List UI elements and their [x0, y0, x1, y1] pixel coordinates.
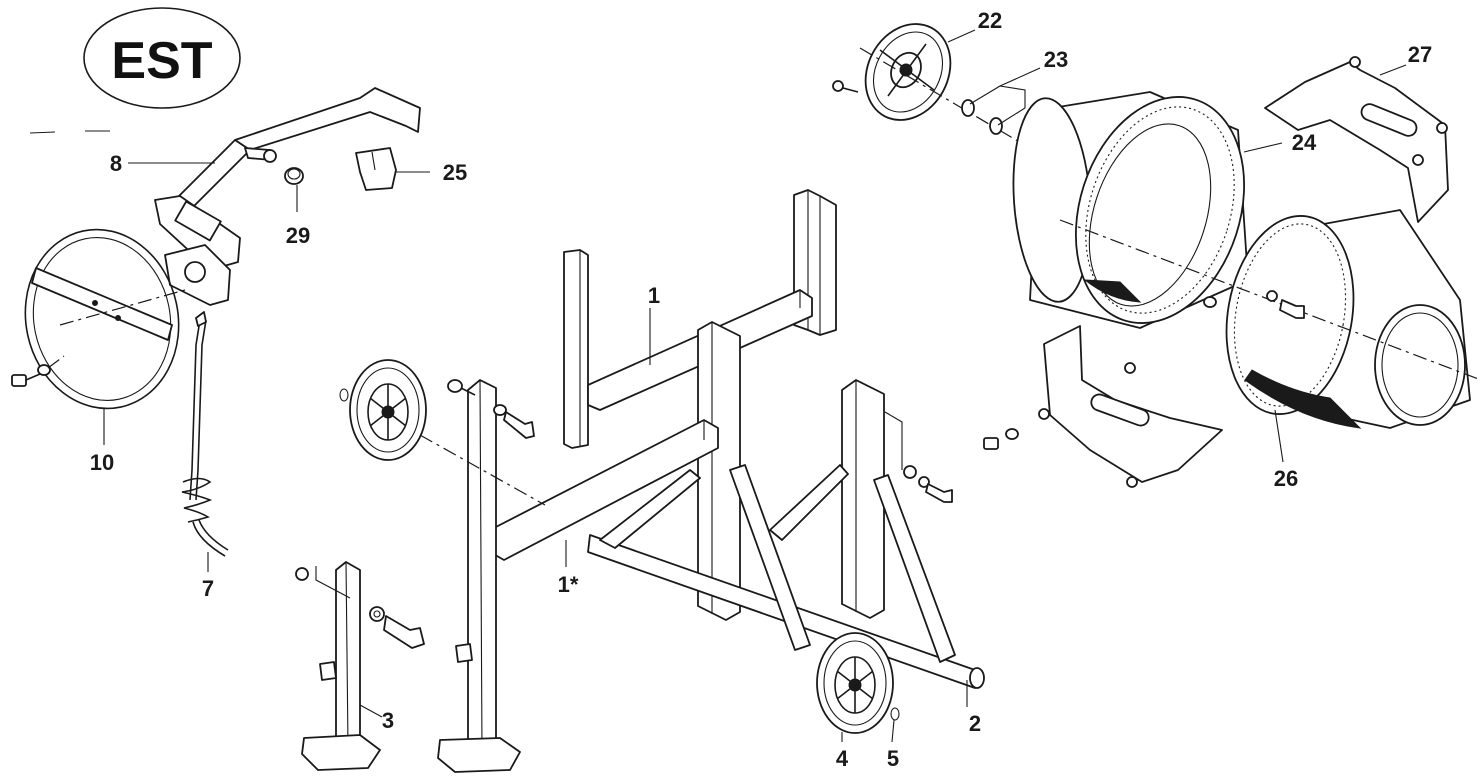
callout-25: 25	[443, 160, 467, 185]
lower-bracket-part	[1038, 325, 1223, 488]
leader-lines	[103, 29, 1407, 743]
spring-pin-part	[181, 311, 229, 557]
callout-26: 26	[1274, 466, 1298, 491]
callout-1: 1	[648, 283, 660, 308]
bolt-part	[447, 379, 535, 439]
callout-22: 22	[978, 8, 1002, 33]
bushing-part	[961, 99, 1003, 135]
callout-3: 3	[382, 708, 394, 733]
callout-29: 29	[286, 223, 310, 248]
callout-2: 2	[969, 711, 981, 736]
upper-bracket-part	[1264, 56, 1449, 223]
nut-part	[1203, 296, 1217, 308]
callout-8: 8	[110, 151, 122, 176]
drum-cone-part	[1225, 209, 1471, 429]
crank-arm-part	[154, 87, 421, 306]
callout-10: 10	[90, 450, 114, 475]
stand-leg-part	[301, 561, 381, 771]
bolt-part	[832, 80, 859, 93]
wheel-part	[349, 359, 427, 461]
language-badge: EST	[83, 7, 241, 109]
callout-5: 5	[887, 746, 899, 771]
bolt-part	[983, 428, 1019, 450]
drum-rear-part	[1012, 91, 1249, 329]
callout-24: 24	[1292, 130, 1317, 155]
washer-part	[284, 167, 304, 185]
handwheel-part	[24, 228, 180, 410]
clip-part	[355, 147, 397, 191]
callout-labels: 1 1* 2 3 4 5 7 8 10 22 23 24 25 26 27 29	[90, 8, 1432, 771]
badge-text: EST	[111, 32, 212, 90]
bolt-part	[903, 465, 953, 503]
callout-1-star: 1*	[558, 572, 579, 597]
bolt-part	[11, 364, 51, 387]
main-frame-part	[489, 189, 985, 689]
wheel-part	[816, 632, 894, 734]
bolt-part	[1266, 290, 1305, 319]
bearing-flange-part	[864, 23, 952, 121]
front-leg-part	[437, 379, 521, 773]
callout-4: 4	[836, 746, 849, 771]
bolt-part	[295, 567, 425, 649]
callout-27: 27	[1408, 42, 1432, 67]
callout-23: 23	[1044, 47, 1068, 72]
callout-7: 7	[202, 576, 214, 601]
